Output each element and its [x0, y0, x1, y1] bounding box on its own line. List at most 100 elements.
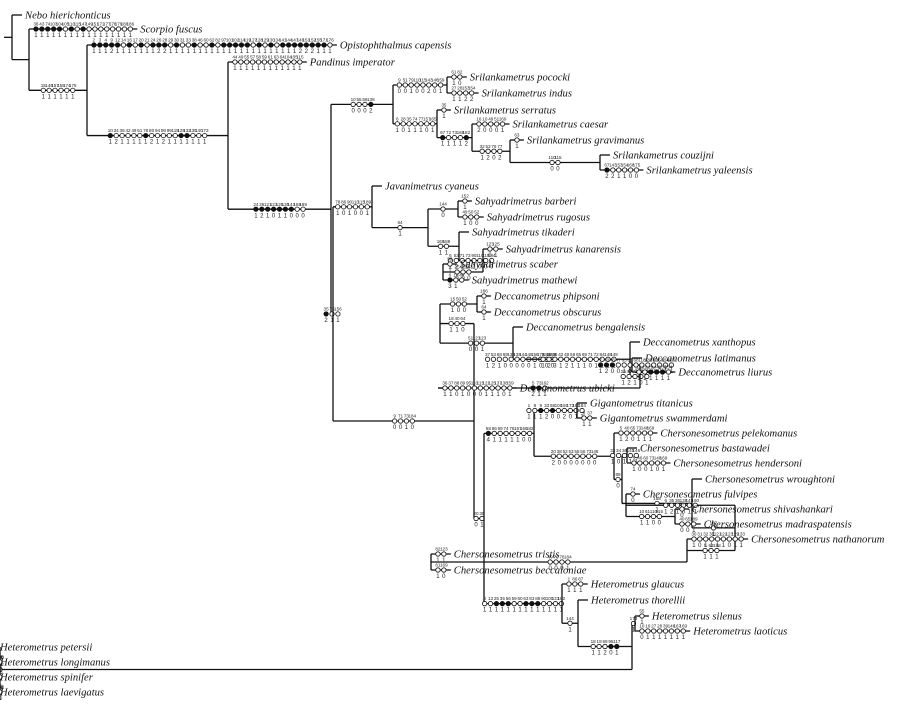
character-number: 63	[622, 358, 628, 363]
character-marker	[514, 356, 520, 362]
character-state: 1	[542, 608, 546, 614]
character-number: 30	[174, 38, 180, 43]
character-state: 0	[489, 128, 493, 134]
character-state: 1	[278, 213, 282, 219]
character-number: 55	[574, 449, 580, 454]
character-state: 1	[495, 608, 499, 614]
character-number: 15	[450, 297, 456, 302]
character-marker	[451, 74, 457, 80]
character-number: 188	[549, 352, 557, 357]
character-number: 6	[449, 253, 452, 258]
character-state: 0	[521, 363, 525, 369]
character-marker	[288, 206, 294, 212]
character-number: 59	[0, 685, 3, 690]
character-marker	[457, 135, 463, 141]
character-marker	[559, 559, 565, 565]
character-marker	[691, 536, 697, 542]
character-state: 1	[508, 392, 512, 398]
character-number: 20	[621, 369, 627, 374]
character-state: 1	[670, 635, 674, 641]
character-state: 1	[58, 33, 62, 39]
character-marker	[494, 121, 500, 127]
character-number: 46	[198, 38, 204, 43]
character-number: 19	[645, 624, 651, 629]
character-number: 5	[532, 381, 535, 386]
character-marker	[114, 42, 121, 48]
character-state: 0	[680, 513, 684, 519]
character-marker	[587, 356, 593, 362]
character-marker	[282, 206, 288, 212]
character-number: 21	[144, 38, 150, 43]
character-state: 0	[474, 523, 478, 529]
character-marker	[261, 59, 268, 65]
taxon-label: Chersonesometrus wroughtoni	[705, 475, 835, 486]
character-number: 188	[713, 543, 721, 548]
character-state: 0	[640, 635, 644, 641]
character-number: 143	[609, 163, 617, 168]
character-state: 1	[501, 608, 505, 614]
character-marker	[546, 601, 553, 607]
character-state: 1	[637, 376, 641, 382]
character-marker	[232, 42, 239, 48]
character-marker	[556, 453, 562, 459]
character-marker	[238, 42, 245, 48]
character-number: 77	[497, 144, 503, 149]
character-marker	[346, 204, 353, 210]
character-state: 0	[563, 460, 567, 466]
character-marker	[335, 204, 341, 210]
character-number: 157	[514, 426, 522, 431]
character-marker	[0, 659, 3, 665]
character-marker	[593, 356, 599, 362]
character-number: 28	[457, 86, 463, 91]
character-number: 146	[431, 78, 439, 83]
character-number: 52	[563, 449, 569, 454]
character-state: 1	[597, 651, 601, 657]
character-number: 112	[0, 685, 4, 690]
character-number: 20	[139, 38, 145, 43]
character-number: 53	[454, 253, 460, 258]
character-marker	[473, 515, 479, 522]
character-marker	[435, 567, 441, 573]
character-state: 2	[605, 174, 609, 180]
character-number: 86	[572, 577, 578, 582]
character-state: 2	[492, 363, 496, 369]
taxon-label: Srilankametrus serratus	[454, 106, 556, 117]
character-marker	[173, 42, 180, 48]
character-number: 177	[103, 22, 111, 27]
character-number: 80	[149, 128, 155, 133]
character-marker	[451, 90, 457, 96]
character-state: 1	[472, 265, 476, 271]
character-number: 50	[0, 655, 3, 660]
character-number: 10	[639, 509, 645, 514]
character-state: 0	[509, 363, 513, 369]
character-number: 61	[645, 509, 651, 514]
character-number: 36	[33, 22, 39, 27]
character-number: 40	[627, 369, 633, 374]
taxon-label: Deccanometrus bengalensis	[525, 323, 645, 334]
character-number: 83	[529, 596, 535, 601]
character-number: 180	[121, 22, 129, 27]
character-number: 64	[0, 655, 3, 660]
character-marker	[586, 453, 592, 459]
character-marker	[274, 42, 280, 48]
character-state: 1	[413, 128, 417, 134]
character-marker	[532, 407, 538, 414]
character-marker	[637, 460, 643, 466]
character-marker	[191, 42, 197, 48]
character-state: 0	[550, 167, 554, 173]
character-number: 122	[720, 532, 728, 537]
character-marker	[499, 601, 505, 607]
character-number: 184	[564, 555, 572, 560]
character-number: 133	[737, 532, 745, 537]
character-number: 64	[280, 55, 286, 60]
character-marker	[618, 430, 624, 436]
character-number: 40	[454, 316, 460, 321]
character-state: 1	[583, 363, 587, 369]
character-state: 1	[676, 635, 680, 641]
character-marker	[350, 101, 356, 108]
character-marker	[574, 453, 580, 459]
